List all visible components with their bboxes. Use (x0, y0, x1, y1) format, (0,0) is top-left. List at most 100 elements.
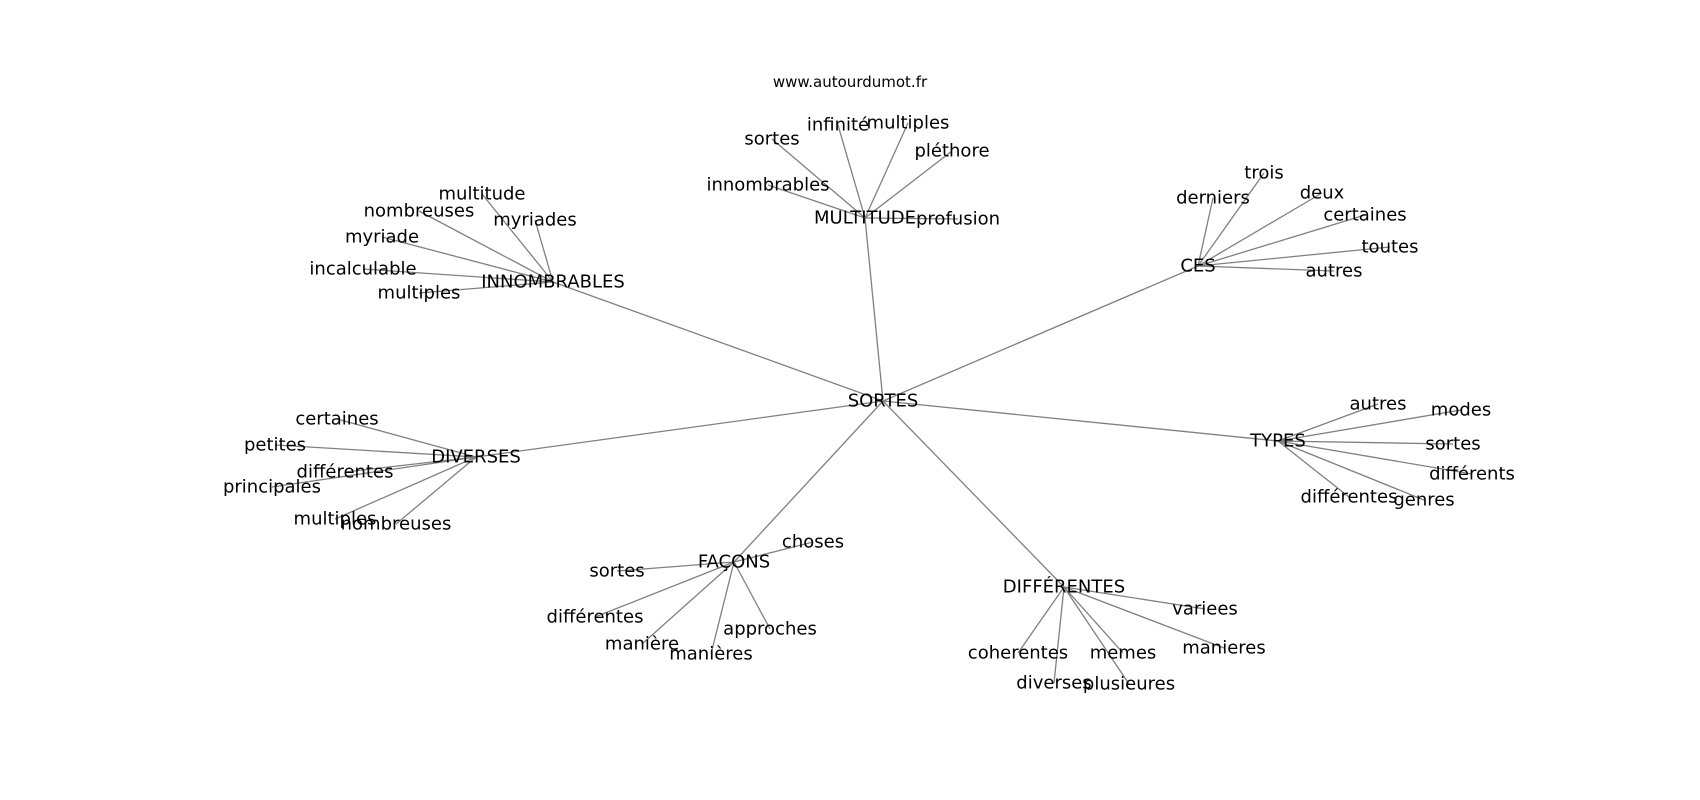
edge-types-to-genres (1277, 440, 1425, 501)
edge-diverses-to-nombreuses (395, 456, 477, 525)
edge-multitude-to-innombrables (767, 184, 866, 219)
edge-facons-to-approches (733, 561, 771, 630)
edge-diverses-to-certaines (336, 418, 477, 458)
leaf-node-differentes-variees: variees (1172, 599, 1238, 620)
edge-sortes-to-ces (882, 265, 1199, 402)
leaf-node-differentes-memes: memes (1090, 643, 1157, 664)
edge-differentes-to-variees (1063, 586, 1206, 610)
edge-ces-to-certaines (1197, 214, 1366, 267)
edge-differentes-to-manieres (1063, 586, 1225, 649)
leaf-node-innombrables-multitude: multitude (439, 184, 526, 205)
leaf-node-ces-trois: trois (1244, 163, 1283, 184)
leaf-node-differentes-diverses: diverses (1016, 673, 1091, 694)
edge-ces-to-derniers (1197, 197, 1214, 267)
leaf-node-innombrables-incalculable: incalculable (309, 259, 416, 280)
edge-types-to-sortes (1277, 440, 1454, 445)
edge-ces-to-deux (1197, 192, 1323, 267)
edge-ces-to-trois (1197, 172, 1265, 267)
leaf-node-types-autres: autres (1350, 394, 1407, 415)
leaf-node-diverses-differentes: différentes (297, 462, 394, 483)
labels-layer: www.autourdumot.fr SORTES MULTITUDE infin… (223, 73, 1515, 695)
edge-differentes-to-plusieures (1063, 586, 1130, 685)
edge-multitude-to-profusion (864, 217, 959, 220)
edge-innombrables-to-myriade (381, 236, 554, 283)
hub-node-differentes: DIFFÉRENTES (1003, 576, 1125, 598)
edge-facons-to-choses (733, 541, 814, 563)
edge-diverses-to-petites (274, 444, 477, 458)
edges-layer (271, 122, 1473, 685)
leaf-node-facons-sortes: sortes (589, 561, 644, 582)
edge-facons-to-manieres (710, 561, 735, 655)
edge-facons-to-sortes (616, 561, 735, 572)
edge-sortes-to-diverses (475, 400, 884, 458)
leaf-node-differentes-manieres: manieres (1182, 638, 1266, 659)
leaf-node-diverses-principales: principales (223, 477, 321, 498)
leaf-node-diverses-multiples: multiples (294, 509, 377, 530)
leaf-node-differentes-coherentes: coherentes (968, 643, 1068, 664)
leaf-node-facons-approches: approches (723, 619, 817, 640)
hub-node-ces: CES (1180, 256, 1215, 277)
leaf-node-facons-manieres: manières (669, 644, 753, 665)
leaf-node-multitude-innombrables: innombrables (706, 175, 829, 196)
leaf-node-innombrables-myriade: myriade (345, 227, 419, 248)
watermark-text: www.autourdumot.fr (773, 73, 928, 91)
leaf-node-multitude-plethore: pléthore (914, 141, 989, 162)
leaf-node-diverses-certaines: certaines (295, 409, 378, 430)
edge-innombrables-to-multiples (418, 281, 554, 294)
edge-diverses-to-multiples (334, 456, 477, 520)
edge-differentes-to-memes (1063, 586, 1124, 654)
leaf-node-ces-derniers: derniers (1176, 188, 1250, 209)
leaf-node-diverses-petites: petites (244, 435, 306, 456)
leaf-node-multitude-profusion: profusion (916, 209, 1000, 230)
edge-facons-to-differentes (594, 561, 735, 618)
leaf-node-facons-choses: choses (782, 532, 844, 553)
edge-differentes-to-diverses (1053, 586, 1065, 684)
leaf-node-types-modes: modes (1431, 400, 1491, 421)
edge-ces-to-autres (1197, 265, 1335, 272)
hub-node-types: TYPES (1249, 431, 1306, 452)
edge-innombrables-to-myriades (534, 219, 554, 283)
edge-multitude-to-infinite (837, 124, 866, 219)
root-node-label: SORTES (848, 391, 919, 412)
edge-multitude-to-plethore (864, 150, 953, 219)
leaf-node-ces-certaines: certaines (1323, 205, 1406, 226)
leaf-node-facons-maniere: manière (605, 634, 679, 655)
edge-differentes-to-coherentes (1017, 586, 1065, 654)
leaf-node-differentes-plusieures: plusieures (1083, 674, 1175, 695)
leaf-node-ces-deux: deux (1300, 183, 1345, 204)
edge-sortes-to-innombrables (552, 281, 884, 402)
edge-sortes-to-differentes (882, 400, 1065, 588)
hub-node-facons: FAÇONS (698, 552, 770, 573)
hub-node-diverses: DIVERSES (431, 447, 521, 468)
leaf-node-multitude-infinite: infinité (807, 115, 869, 136)
leaf-node-innombrables-nombreuses: nombreuses (364, 201, 475, 222)
leaf-node-innombrables-myriades: myriades (493, 210, 577, 231)
edge-diverses-to-principales (271, 456, 477, 488)
edge-multitude-to-multiples (864, 122, 909, 219)
hub-node-innombrables: INNOMBRABLES (481, 272, 625, 293)
edge-types-to-differents (1277, 440, 1473, 475)
leaf-node-multitude-multiples: multiples (867, 113, 950, 134)
leaf-node-diverses-nombreuses: nombreuses (341, 514, 452, 535)
edge-sortes-to-facons (733, 400, 884, 563)
edge-sortes-to-multitude (864, 217, 884, 402)
leaf-node-types-differents: différents (1429, 464, 1515, 485)
edge-diverses-to-differentes (344, 456, 477, 473)
leaf-node-facons-differentes: différentes (547, 607, 644, 628)
hub-node-multitude: MULTITUDE (814, 208, 916, 229)
edge-facons-to-maniere (641, 561, 735, 645)
leaf-node-multitude-sortes: sortes (744, 129, 799, 150)
leaf-node-types-sortes: sortes (1425, 434, 1480, 455)
leaf-node-ces-toutes: toutes (1362, 237, 1419, 258)
leaf-node-ces-autres: autres (1306, 261, 1363, 282)
edge-innombrables-to-incalculable (362, 268, 554, 283)
edge-innombrables-to-nombreuses (418, 210, 554, 283)
edge-ces-to-toutes (1197, 246, 1391, 267)
edge-sortes-to-types (882, 400, 1279, 442)
edge-types-to-autres (1277, 403, 1379, 442)
edge-types-to-modes (1277, 409, 1462, 442)
leaf-node-types-differentes: différentes (1301, 487, 1398, 508)
edge-multitude-to-sortes (771, 138, 866, 219)
